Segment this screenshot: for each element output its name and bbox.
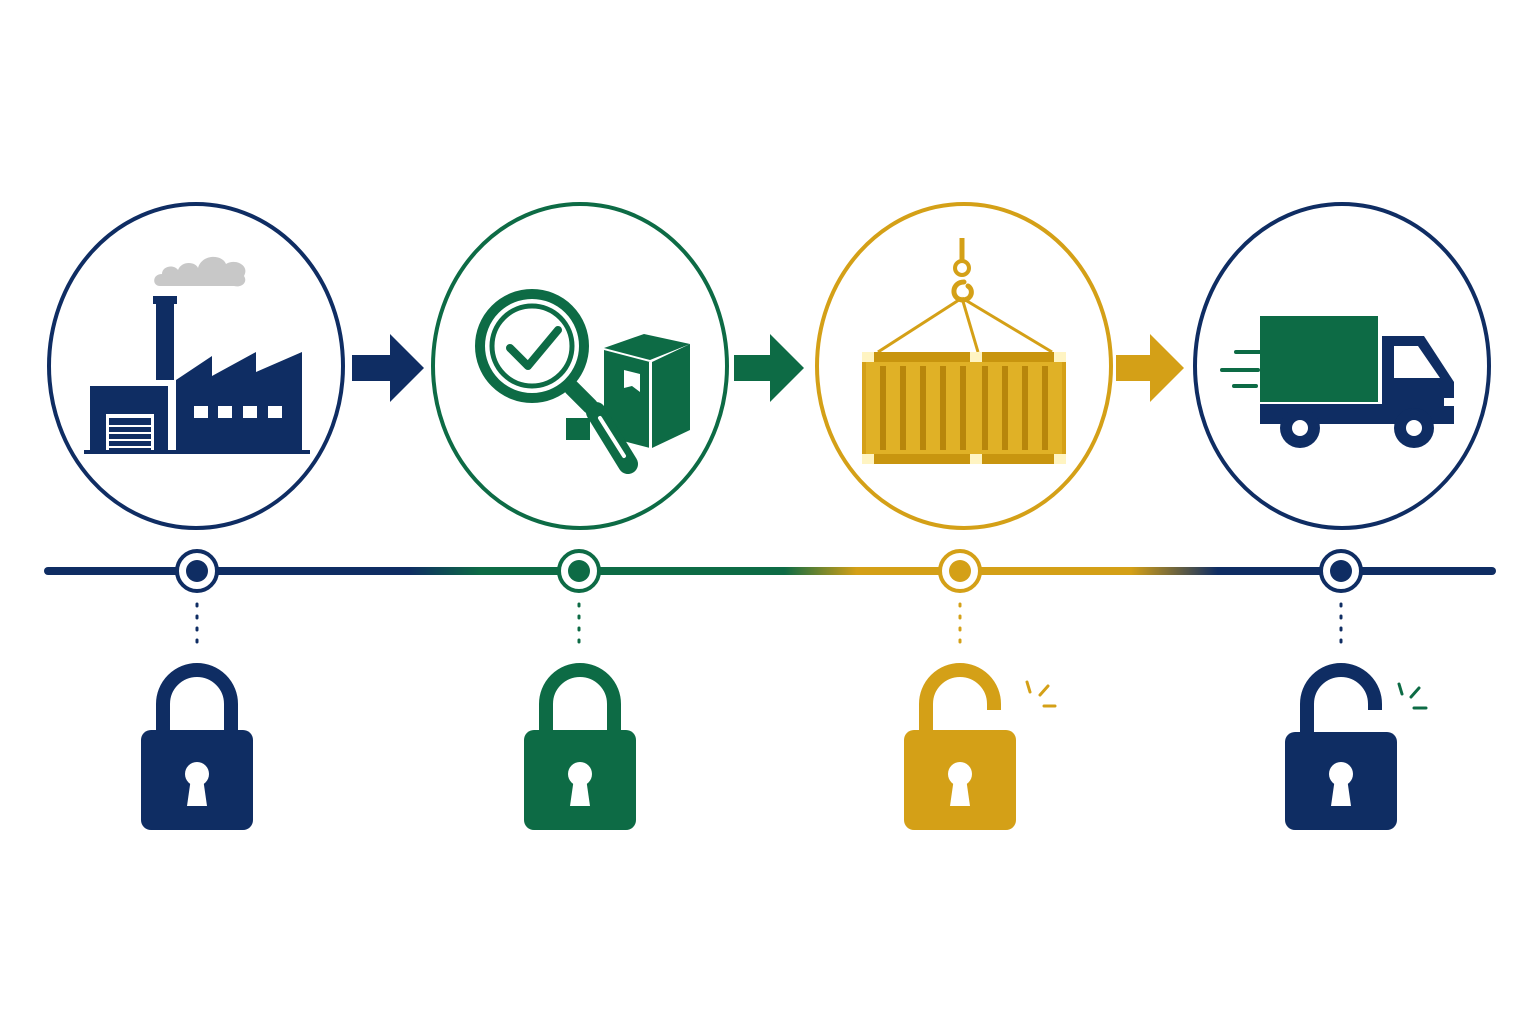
timeline-node <box>175 549 219 593</box>
stage-circle <box>47 202 345 530</box>
arrow-right-icon <box>352 334 424 402</box>
unlock-burst-icon <box>1397 682 1428 710</box>
smoke-cloud-icon <box>154 256 246 287</box>
stage-delivery <box>1193 202 1491 530</box>
delivery-truck-icon <box>1220 316 1454 448</box>
unlock-burst-icon <box>1025 680 1057 708</box>
stage-circle <box>1193 202 1491 530</box>
timeline-node <box>1319 549 1363 593</box>
stage-manufacturing <box>47 202 345 530</box>
padlock-locked-icon <box>524 663 636 830</box>
padlock-unlocked-icon <box>1285 663 1428 830</box>
stage-shipping <box>815 202 1113 530</box>
magnifier-check-box-icon <box>475 289 690 474</box>
padlock-unlocked-icon <box>904 663 1057 830</box>
arrow-right-icon <box>734 334 804 402</box>
check-icon <box>506 326 562 370</box>
stage-circle <box>431 202 729 530</box>
hoisted-container-icon <box>862 238 1066 464</box>
factory-icon <box>84 256 310 454</box>
padlock-locked-icon <box>141 663 253 830</box>
arrow-right-icon <box>1116 334 1184 402</box>
stage-circle <box>815 202 1113 530</box>
timeline-node <box>938 549 982 593</box>
stage-inspection <box>431 202 729 530</box>
timeline-node <box>557 549 601 593</box>
